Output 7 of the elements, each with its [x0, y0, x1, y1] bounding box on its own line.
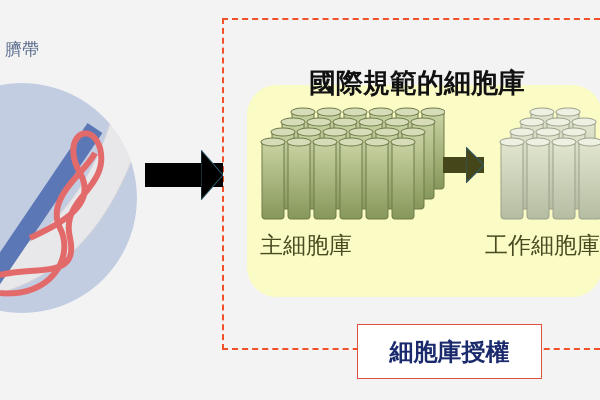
- bank-label: 主細胞庫: [260, 232, 352, 261]
- bank-label: 工作細胞庫: [485, 232, 600, 261]
- authorization-label: 細胞庫授權: [357, 324, 542, 379]
- arrow: [443, 146, 484, 184]
- heading: 國際規範的細胞庫: [309, 67, 525, 101]
- arrow: [145, 150, 224, 200]
- cord-label: 臍帶: [5, 39, 39, 61]
